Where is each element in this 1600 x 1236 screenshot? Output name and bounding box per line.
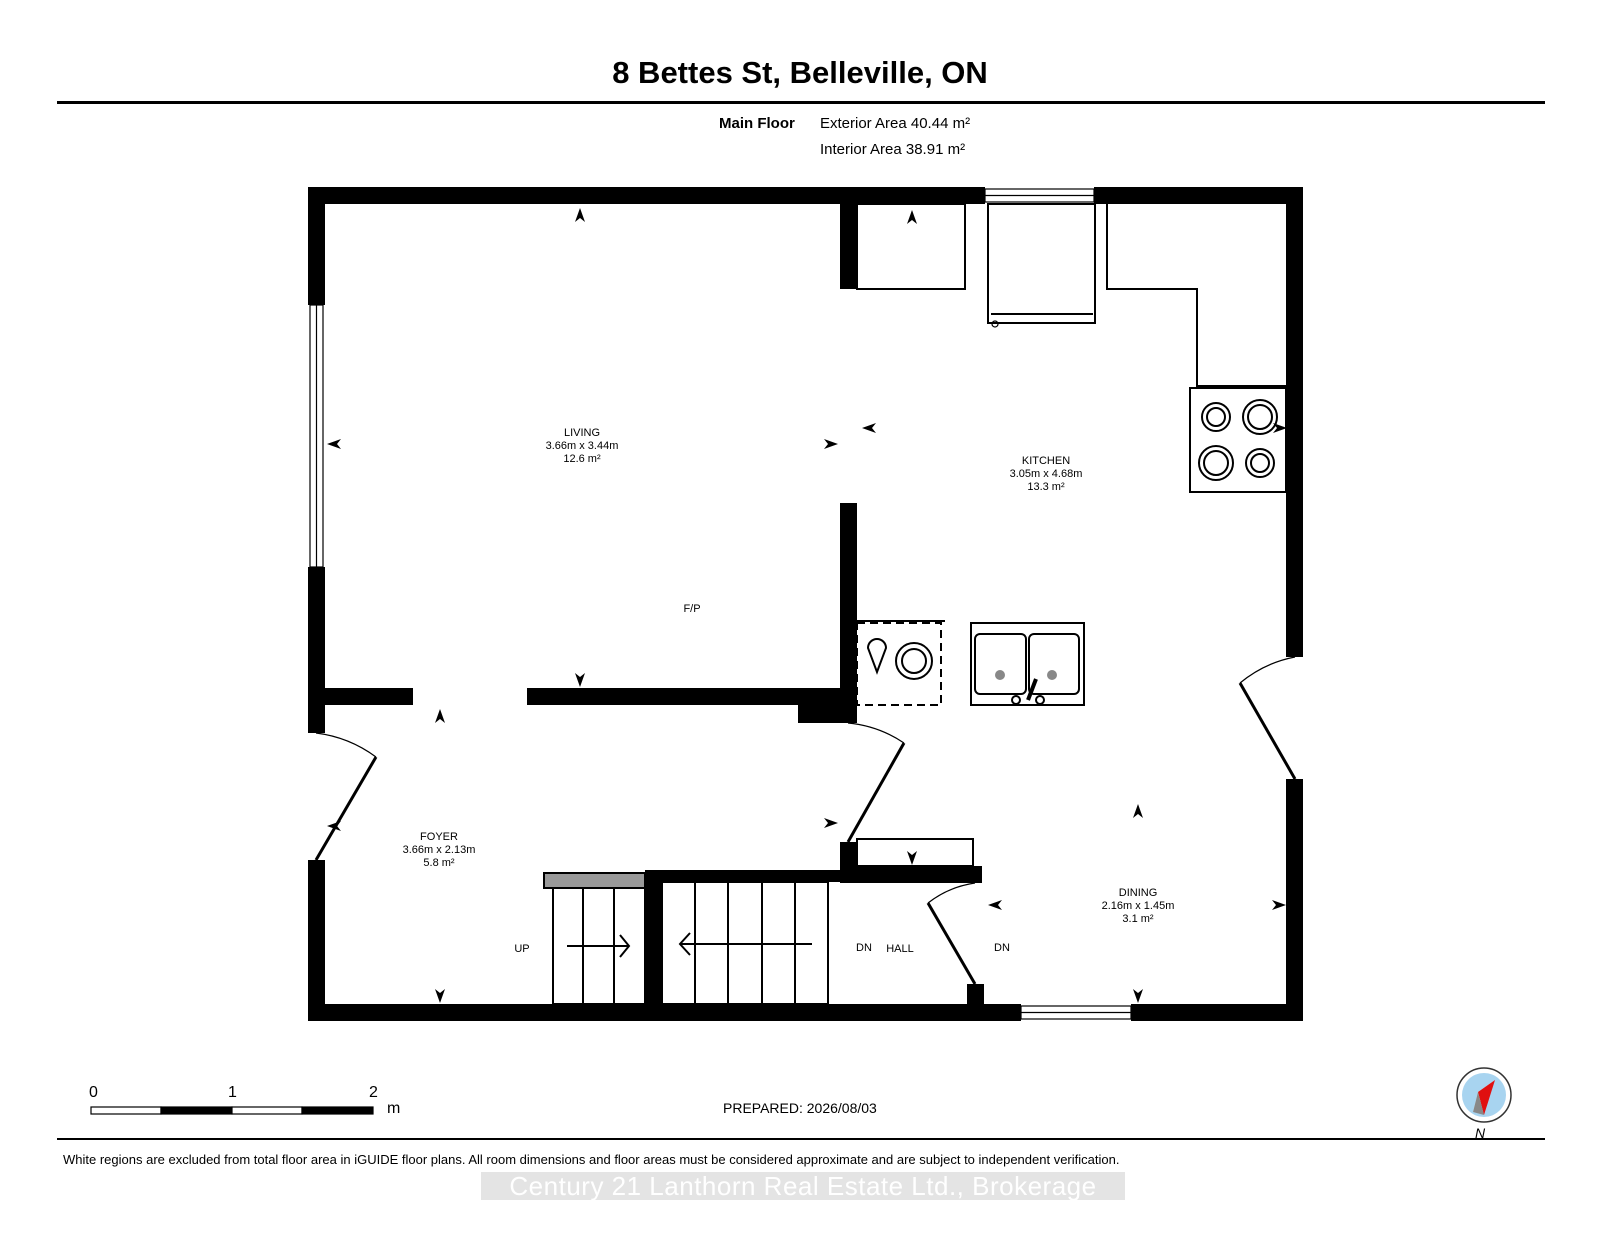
- room-living-name: LIVING: [564, 427, 600, 439]
- hall-label: HALL: [886, 943, 914, 955]
- room-foyer-dims: 3.66m x 2.13m: [403, 844, 476, 856]
- view-markers: [327, 208, 1287, 1003]
- brokerage-watermark: Century 21 Lanthorn Real Estate Ltd., Br…: [481, 1172, 1125, 1200]
- scale-tick-2: 2: [369, 1084, 378, 1101]
- room-kitchen-name: KITCHEN: [1022, 455, 1070, 467]
- room-kitchen-area: 13.3 m²: [1027, 481, 1065, 493]
- prepared-date: PREPARED: 2026/08/03: [723, 1100, 877, 1116]
- room-dining-dims: 2.16m x 1.45m: [1102, 900, 1175, 912]
- stove: [1189, 387, 1287, 493]
- room-dining-area: 3.1 m²: [1122, 913, 1154, 925]
- kitchen-fixtures: [856, 203, 1286, 387]
- exterior-walls: [308, 187, 1303, 1021]
- room-living-dims: 3.66m x 3.44m: [546, 440, 619, 452]
- scale-bar: [90, 1106, 374, 1115]
- stairs: [543, 838, 974, 1005]
- fireplace-label: F/P: [683, 603, 700, 615]
- interior-area: Interior Area 38.91 m²: [820, 141, 966, 158]
- floor-name: Main Floor: [719, 115, 795, 132]
- room-dining-name: DINING: [1119, 887, 1158, 899]
- interior-walls: [325, 204, 984, 1004]
- disclaimer-text: White regions are excluded from total fl…: [63, 1152, 1120, 1167]
- scale-tick-1: 1: [228, 1084, 237, 1101]
- header-rule: [57, 101, 1545, 104]
- sink-counter: [856, 620, 1085, 706]
- doors: [314, 656, 1297, 985]
- room-foyer-name: FOYER: [420, 831, 458, 843]
- compass-icon: [1456, 1067, 1512, 1123]
- dining-down-label: DN: [994, 942, 1010, 954]
- scale-tick-0: 0: [89, 1084, 98, 1101]
- stairs-up-label: UP: [514, 943, 529, 955]
- compass-letter: N: [1475, 1125, 1486, 1141]
- exterior-area: Exterior Area 40.44 m²: [820, 115, 971, 132]
- footer-rule: [57, 1138, 1545, 1140]
- room-living-area: 12.6 m²: [563, 453, 601, 465]
- stairs-down-label: DN: [856, 942, 872, 954]
- plan-title: 8 Bettes St, Belleville, ON: [612, 55, 988, 90]
- room-labels: LIVING 3.66m x 3.44m 12.6 m² KITCHEN 3.0…: [403, 427, 1175, 955]
- room-foyer-area: 5.8 m²: [423, 857, 455, 869]
- room-kitchen-dims: 3.05m x 4.68m: [1010, 468, 1083, 480]
- scale-unit: m: [387, 1100, 401, 1117]
- windows: [309, 188, 1132, 1020]
